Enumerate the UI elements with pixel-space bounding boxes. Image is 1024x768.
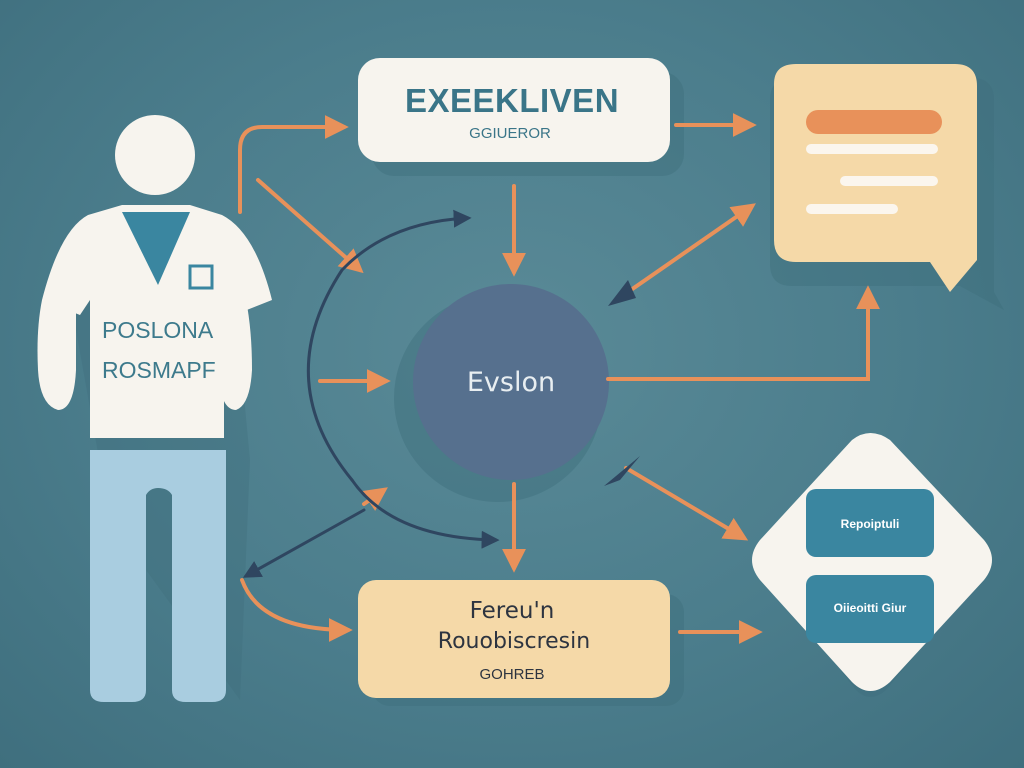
center-circle-label: Evslon	[467, 367, 555, 398]
arrow-curve-to-circle-bottom	[361, 487, 388, 511]
top-box-title: EXEEKLIVEN	[405, 82, 619, 119]
diamond-pill-1-label: Repoiptuli	[841, 517, 900, 531]
chat-line-white-2	[840, 176, 938, 186]
arrow-person-to-top	[238, 115, 349, 214]
diamond-pill-1	[806, 489, 934, 557]
bottom-box-line1: Fereu'n	[470, 598, 555, 624]
orange-arrows	[238, 113, 880, 644]
top-box-subtitle: GGIUEROR	[469, 125, 551, 142]
arrowhead-chat-line-reverse	[608, 280, 636, 306]
center-node: Evslon	[394, 284, 609, 502]
chat-line-white-3	[806, 204, 898, 214]
navy-arrows	[242, 209, 500, 578]
arrow-circle-diamond-bidirectional	[624, 466, 749, 541]
shirt-text-line1: POSLONA	[102, 317, 214, 343]
center-circle	[413, 284, 609, 480]
shirt-pocket	[188, 264, 214, 290]
arrow-navy-loop-bottom	[350, 478, 500, 549]
arrow-circle-to-chat	[606, 285, 880, 381]
person-right-arm	[218, 300, 252, 410]
chat-bubble	[770, 64, 1004, 310]
person-left-arm	[37, 300, 76, 410]
arrow-person-to-circle-diag	[256, 178, 364, 274]
bottom-box: Fereu'n Rouobiscresin GOHREB	[358, 580, 684, 706]
bottom-box-line3: GOHREB	[479, 666, 544, 683]
bottom-box-line2: Rouobiscresin	[438, 629, 590, 654]
diamond-body	[752, 433, 992, 691]
chat-line-orange	[806, 110, 942, 134]
arrowhead-diamond-line-reverse	[604, 456, 640, 486]
shirt-collar	[122, 212, 190, 285]
diamond-pill-2	[806, 575, 934, 643]
person-figure: POSLONA ROSMAPF	[37, 115, 272, 702]
arrow-person-to-bottom	[240, 578, 353, 642]
person-shirt	[42, 205, 272, 438]
person-head	[115, 115, 195, 195]
arrow-navy-loop-top	[306, 209, 472, 482]
bottom-box-body	[358, 580, 670, 698]
top-box: EXEEKLIVEN GGIUEROR	[358, 58, 684, 176]
diamond-node: Repoiptuli Oiieoitti Giur	[752, 433, 992, 697]
chat-line-white-1	[806, 144, 938, 154]
arrow-navy-to-person	[242, 508, 366, 578]
arrow-chat-circle-bidirectional	[626, 203, 756, 294]
shirt-text-line2: ROSMAPF	[102, 357, 216, 383]
diamond-pill-2-label: Oiieoitti Giur	[834, 601, 907, 615]
top-box-body	[358, 58, 670, 162]
person-pants	[90, 450, 226, 702]
